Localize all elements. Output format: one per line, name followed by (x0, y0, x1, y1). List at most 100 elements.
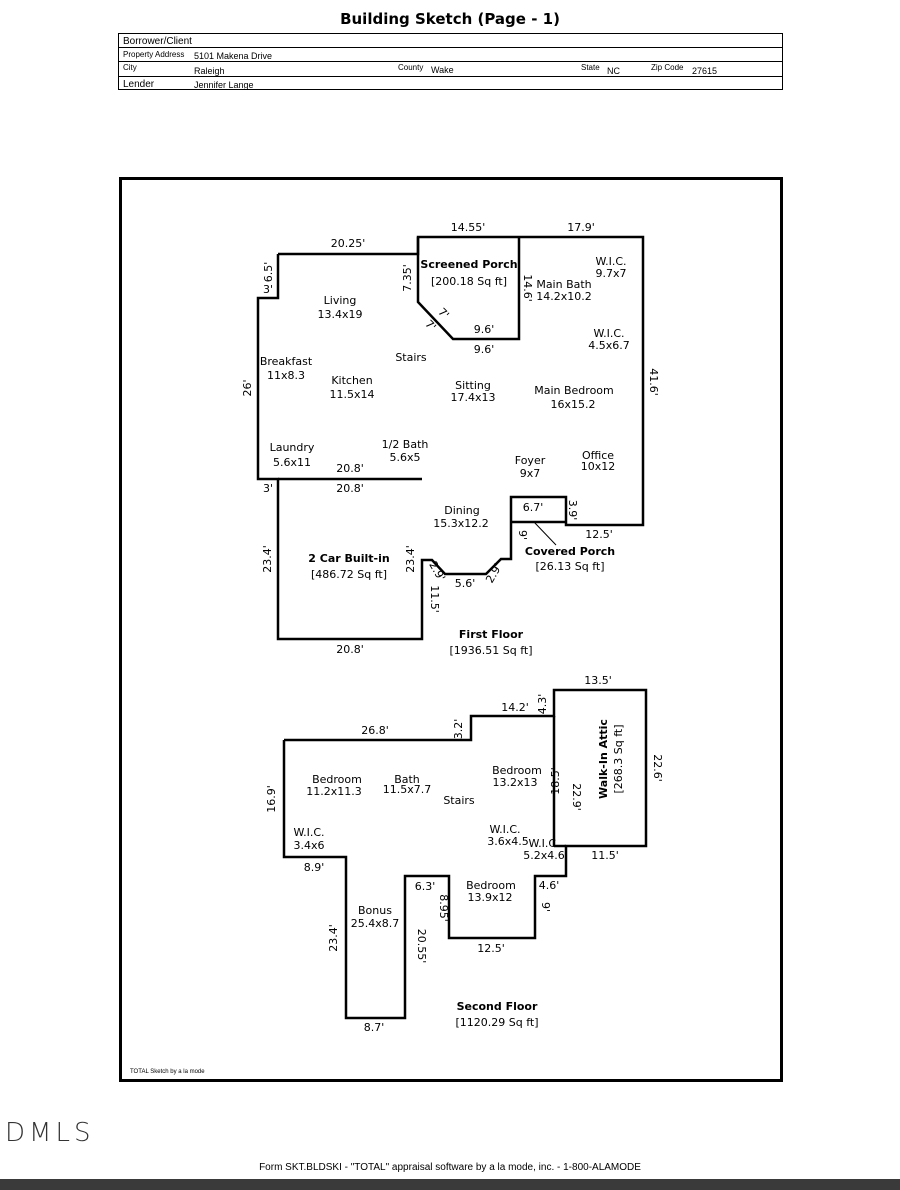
dim-label: 26.8' (361, 724, 389, 737)
room-name: Bonus (358, 904, 392, 917)
county-label: County (398, 63, 424, 72)
garage-label: 2 Car Built-in (308, 552, 389, 565)
first-floor-outline (256, 235, 645, 641)
dim-label: 20.8' (336, 643, 364, 656)
dim-label: 41.6' (647, 368, 660, 396)
state-value: NC (607, 66, 620, 76)
dim-label: 20.8' (336, 482, 364, 495)
room-name: Living (324, 294, 357, 307)
dim-label: 3.2' (452, 719, 465, 740)
room-size: 9.7x7 (595, 267, 626, 280)
address-label: Property Address (123, 50, 185, 59)
dim-label: 14.55' (451, 221, 486, 234)
room-size: 5.2x4.6 (523, 849, 565, 862)
room-name: Bath (394, 773, 420, 786)
attic-label: Walk-In Attic (597, 719, 610, 799)
screened-porch-area: [200.18 Sq ft] (431, 275, 507, 288)
dim-label: 22.9' (570, 783, 583, 811)
address-row: Property Address 5101 Makena Drive (119, 48, 782, 62)
room-name: Stairs (395, 351, 427, 364)
dim-label: 13.5' (584, 674, 612, 687)
room-size: 15.3x12.2 (433, 517, 489, 530)
dim-label: 8.95' (437, 894, 450, 922)
room-size: 5.6x11 (273, 456, 311, 469)
room-size: 11.2x11.3 (306, 785, 362, 798)
dim-label: 6.3' (415, 880, 436, 893)
dim-label: 6.7' (523, 501, 544, 514)
lender-label: Lender (123, 79, 155, 90)
dim-label: 14.2' (501, 701, 529, 714)
dim-label: 20.25' (331, 237, 366, 250)
city-row: City Raleigh County Wake State NC Zip Co… (119, 62, 782, 77)
screened-porch-wall (416, 237, 521, 341)
room-size: 25.4x8.7 (351, 917, 400, 930)
dim-label: 3' (263, 283, 273, 296)
dim-label: 20.8' (336, 462, 364, 475)
dim-label: 9' (516, 530, 529, 540)
room-name: W.I.C. (489, 823, 520, 836)
room-name: Breakfast (260, 355, 313, 368)
dim-label: 12.5' (585, 528, 613, 541)
room-name: W.I.C. (595, 255, 626, 268)
room-name: Kitchen (331, 374, 372, 387)
borrower-row: Borrower/Client (119, 34, 782, 48)
room-name: Main Bedroom (534, 384, 614, 397)
second-floor-label: Second Floor (457, 1000, 538, 1013)
room-name: Dining (444, 504, 480, 517)
room-size: 3.6x4.5 (487, 835, 529, 848)
city-label: City (123, 63, 137, 72)
borrower-label: Borrower/Client (123, 36, 192, 47)
dim-label: 3.9' (566, 500, 579, 521)
sketch-frame (119, 177, 783, 1082)
lender-row: Lender Jennifer Lange (119, 77, 782, 91)
page-title: Building Sketch (Page - 1) (340, 10, 560, 28)
room-name: W.I.C. (593, 327, 624, 340)
room-size: 11.5x14 (330, 388, 375, 401)
covered-porch-pointer (533, 521, 557, 546)
room-size: 11x8.3 (267, 369, 305, 382)
room-size: 5.6x5 (389, 451, 420, 464)
lender-value: Jennifer Lange (194, 80, 254, 90)
dim-label: 11.5' (428, 585, 441, 613)
covered-porch-area: [26.13 Sq ft] (535, 560, 604, 573)
dim-label: 2.9' (426, 559, 448, 583)
first-floor-label: First Floor (459, 628, 524, 641)
room-size: 9x7 (520, 467, 541, 480)
room-name: Laundry (270, 441, 315, 454)
room-name: W.I.C. (528, 837, 559, 850)
room-size: 13.2x13 (493, 776, 538, 789)
dim-label: 26' (241, 379, 254, 396)
room-name: Sitting (455, 379, 491, 392)
screened-porch-label: Screened Porch (420, 258, 517, 271)
room-size: 14.2x10.2 (536, 290, 592, 303)
room-size: 16x15.2 (551, 398, 596, 411)
room-name: 1/2 Bath (382, 438, 429, 451)
city-value: Raleigh (194, 66, 225, 76)
dim-label: 7' (435, 305, 451, 321)
room-name: Bedroom (312, 773, 362, 786)
form-footer: Form SKT.BLDSKI - "TOTAL" appraisal soft… (259, 1162, 641, 1173)
dim-label: 7.35' (401, 264, 414, 292)
room-size: 4.5x6.7 (588, 339, 630, 352)
dim-label: 6.5' (262, 262, 275, 283)
zip-value: 27615 (692, 66, 718, 76)
dim-label: 18.5' (549, 767, 562, 795)
dim-label: 4.6' (539, 879, 560, 892)
dim-label: 4.3' (536, 694, 549, 715)
dim-label: 3' (263, 482, 273, 495)
room-name: Foyer (515, 454, 546, 467)
dim-label: 2.9' (483, 561, 505, 585)
zip-label: Zip Code (651, 63, 684, 72)
county-value: Wake (431, 65, 454, 75)
dim-label: 22.6' (651, 754, 664, 782)
dim-label: 8.7' (364, 1021, 385, 1034)
address-value: 5101 Makena Drive (194, 51, 273, 61)
state-label: State (581, 63, 600, 72)
attic-area: [268.3 Sq ft] (612, 724, 625, 793)
property-info-table: Borrower/Client Property Address 5101 Ma… (118, 33, 783, 90)
sketch-credit: TOTAL Sketch by a la mode (130, 1069, 205, 1075)
room-name: Bedroom (492, 764, 542, 777)
room-name: Stairs (443, 794, 475, 807)
first-floor-area: [1936.51 Sq ft] (449, 644, 532, 657)
room-name: Main Bath (536, 278, 591, 291)
